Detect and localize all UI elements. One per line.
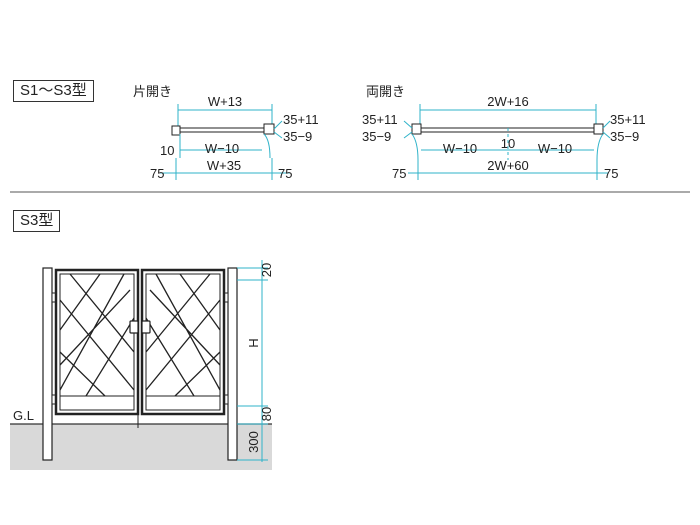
single-swing-caption: 片開き <box>133 84 172 99</box>
single-dim-bottom: W+35 <box>207 158 241 173</box>
leaf-right-frame <box>140 268 226 416</box>
single-leader-lower <box>273 131 283 139</box>
ground-label: G.L <box>13 408 34 423</box>
double-leader-right-lower <box>602 131 611 139</box>
leaf-left-frame <box>54 268 140 416</box>
double-dim-right-upper: 35+11 <box>610 112 646 127</box>
double-swing-arc-left <box>411 133 419 161</box>
double-dim-inner-right: W−10 <box>538 141 572 156</box>
latch-handle-left <box>129 320 139 334</box>
double-dim-inner-mid: 10 <box>501 136 515 151</box>
single-swing-arc <box>263 133 271 159</box>
double-dim-left-upper: 35+11 <box>362 112 398 127</box>
gate-leaf-right <box>140 268 226 416</box>
double-dim-bottom-left: 75 <box>392 166 406 181</box>
series-tag-s3: S3型 <box>13 210 61 232</box>
double-post-right <box>593 123 604 135</box>
single-dim-right-lower: 35−9 <box>283 129 312 144</box>
single-swing-plan: 片開き W+13 35+11 35−9 10 W−10 <box>133 84 319 181</box>
double-dim-bottom: 2W+60 <box>487 158 529 173</box>
leaf-left-pattern <box>59 273 135 397</box>
latch-handle-right <box>141 320 151 334</box>
double-dim-bottom-right: 75 <box>604 166 618 181</box>
double-swing-arc-right <box>596 133 604 161</box>
double-dim-right-lower: 35−9 <box>610 129 639 144</box>
dim-top-clearance: 20 <box>259 263 274 277</box>
double-leader-left-upper <box>403 120 413 129</box>
single-dim-inner-left: 10 <box>160 143 174 158</box>
leaf-right-pattern <box>145 273 221 397</box>
double-swing-plan: 両開き 2W+16 35+11 35−9 35+11 35−9 <box>362 84 646 181</box>
single-dim-bottom-right: 75 <box>278 166 292 181</box>
double-dim-inner-left: W−10 <box>443 141 477 156</box>
leaf-right-inner-frame <box>145 273 221 411</box>
single-post-left <box>171 125 181 136</box>
single-leader-upper <box>273 120 283 130</box>
double-dim-top: 2W+16 <box>487 94 529 109</box>
single-dim-top: W+13 <box>208 94 242 109</box>
double-post-left <box>411 123 422 135</box>
post-left <box>42 267 53 461</box>
double-dim-left-lower: 35−9 <box>362 129 391 144</box>
single-dim-inner: W−10 <box>205 141 239 156</box>
dim-bottom-clearance: 80 <box>259 407 274 421</box>
gate-leaf-left <box>54 268 140 416</box>
single-dim-bottom-left: 75 <box>150 166 164 181</box>
double-leader-right-upper <box>602 120 611 129</box>
series-tag-s1-s3: S1～S3型 <box>13 80 94 102</box>
single-door-panel <box>179 127 265 133</box>
s3-elevation: G.L <box>10 260 274 470</box>
single-post-right <box>263 123 275 135</box>
dim-embed-depth: 300 <box>246 431 261 453</box>
leaf-left-inner-frame <box>59 273 135 411</box>
post-right <box>227 267 238 461</box>
dim-height: H <box>246 338 261 347</box>
double-leader-left-lower <box>403 131 413 139</box>
double-swing-caption: 両開き <box>366 84 405 99</box>
single-dim-right-upper: 35+11 <box>283 112 319 127</box>
